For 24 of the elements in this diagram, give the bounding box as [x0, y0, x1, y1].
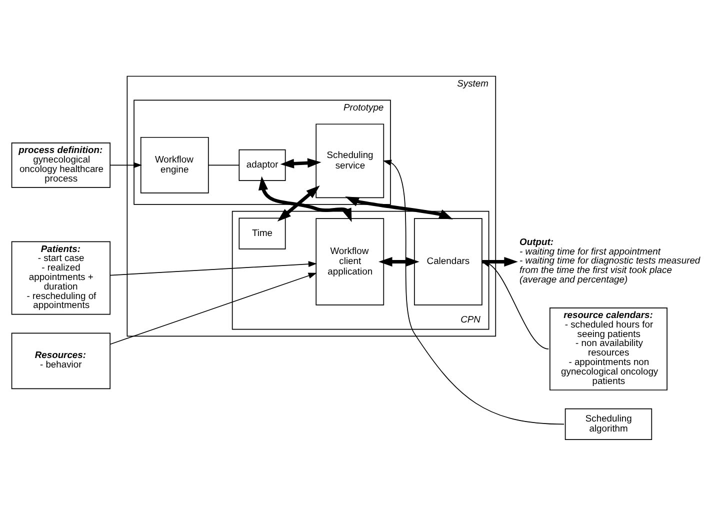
arrow — [110, 260, 317, 276]
node-box: Scheduling service — [316, 123, 384, 198]
node-box: adaptor — [238, 148, 286, 180]
arrow — [482, 256, 518, 266]
node-box: process definition: gynecological oncology healthcare process — [11, 142, 111, 188]
connector — [208, 164, 240, 166]
arrow — [280, 158, 322, 168]
node-box: resource calendars: - scheduled hours for seeing patients - non availability resources - appointments non gynecological oncology patients — [550, 307, 668, 390]
node-box: Time — [238, 217, 286, 249]
node-box: Calendars — [414, 218, 482, 305]
arrow — [277, 185, 320, 221]
arrow — [258, 176, 352, 222]
node-text: Output: - waiting time for first appointment - waiting time for diagnostic tests measured from the time the first visit took place (average and percentage) — [520, 235, 700, 284]
arrow — [481, 260, 550, 349]
arrow — [110, 272, 317, 344]
node-box: Resources: - behavior — [11, 332, 111, 389]
arrow — [110, 162, 142, 168]
node-box: Workflow engine — [140, 136, 209, 193]
arrow — [382, 159, 564, 424]
arrow — [345, 196, 453, 219]
node-box: Patients: - start case - realized appointments + duration - rescheduling of appointments — [11, 240, 111, 314]
node-box: Workflow client application — [316, 218, 384, 305]
arrow — [378, 256, 420, 266]
node-box: Scheduling algorithm — [564, 408, 652, 440]
